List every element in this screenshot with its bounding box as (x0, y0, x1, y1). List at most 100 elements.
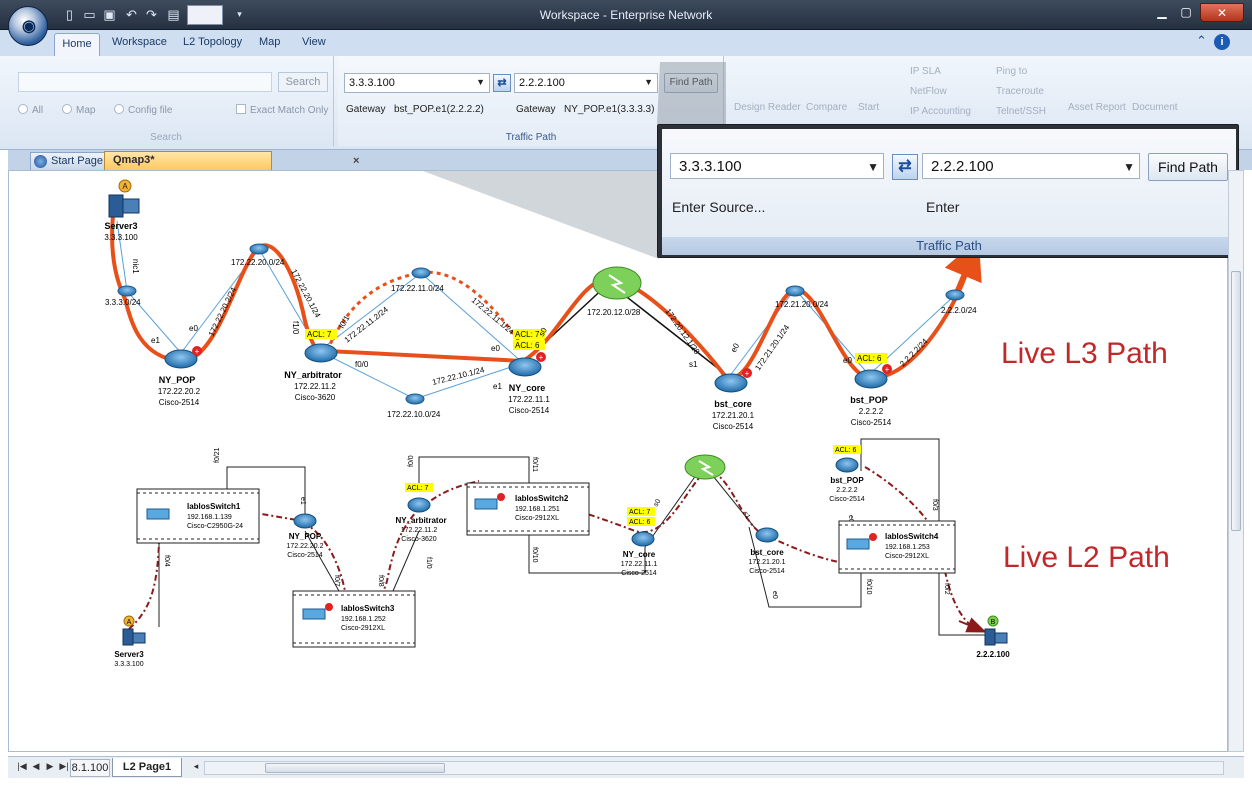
router-icon[interactable] (631, 531, 655, 547)
redo-icon[interactable]: ↷ (146, 7, 157, 22)
exact-match-checkbox[interactable]: Exact Match Only (236, 104, 328, 116)
hub-icon[interactable] (411, 267, 431, 279)
server-icon[interactable] (108, 179, 140, 218)
swap-icon[interactable]: ⇄ (892, 154, 918, 180)
switch-box[interactable] (466, 482, 590, 536)
router-icon[interactable] (835, 457, 859, 473)
page-tab[interactable]: 8.1.100 (70, 759, 110, 777)
source-value: 3.3.3.100 (349, 77, 395, 89)
map-canvas[interactable]: A Server3 3.3.3.100 nic1 3.3.3.0/24 + NY… (8, 170, 1228, 752)
router-icon[interactable]: + (714, 368, 752, 393)
swap-icon[interactable]: ⇄ (493, 74, 511, 92)
switch4-ip: 192.168.1.253 (885, 544, 930, 551)
radio-map[interactable]: Map (62, 104, 95, 116)
host-icon[interactable] (984, 615, 1008, 646)
destination-combo[interactable]: 2.2.2.100 ▼ (514, 73, 658, 93)
callout-find-path-button[interactable]: Find Path (1148, 153, 1228, 181)
ip-accounting-button[interactable]: IP Accounting (910, 106, 971, 117)
server3-ip: 3.3.3.100 (104, 233, 138, 242)
find-path-button[interactable]: Find Path (664, 73, 718, 93)
tab-view[interactable]: View (302, 36, 326, 48)
chevron-down-icon: ▼ (1123, 160, 1135, 174)
search-input[interactable] (18, 72, 272, 92)
start-button[interactable]: Start (858, 102, 880, 113)
tab-home[interactable]: Home (54, 33, 100, 56)
close-tab-icon[interactable]: × (353, 155, 360, 167)
acl-label: ACL: 6 (857, 354, 882, 363)
router-icon[interactable] (407, 497, 431, 513)
page-tab-active[interactable]: L2 Page1 (112, 758, 182, 777)
radio-all[interactable]: All (18, 104, 43, 116)
link-label: 2.2.2.2/24 (898, 336, 930, 368)
tab-start-page[interactable]: Start Page (30, 152, 110, 170)
router-icon[interactable] (755, 527, 779, 543)
ping-to-button[interactable]: Ping to (996, 66, 1028, 77)
wan-cloud-icon[interactable] (684, 454, 726, 480)
bst-pop-name: bst_POP (850, 395, 888, 405)
router-icon[interactable]: + (854, 364, 892, 389)
quick-access-combo[interactable] (187, 5, 223, 25)
hub-icon[interactable] (785, 285, 805, 297)
hub-icon[interactable] (405, 393, 425, 405)
hub-icon[interactable] (249, 243, 269, 255)
l2-bst-core-model: Cisco-2514 (749, 568, 785, 575)
prev-page-icon[interactable]: ◀ (32, 761, 40, 771)
switch-box[interactable] (838, 520, 956, 574)
document-button[interactable]: Document (1132, 102, 1178, 113)
tab-workspace[interactable]: Workspace (112, 36, 167, 48)
router-icon[interactable]: + (164, 346, 202, 369)
next-page-icon[interactable]: ▶ (46, 761, 54, 771)
source-combo[interactable]: 3.3.3.100 ▼ (344, 73, 490, 93)
bst-pop-ip: 2.2.2.2 (859, 407, 884, 416)
design-reader-button[interactable]: Design Reader (734, 102, 801, 113)
last-page-icon[interactable]: ▶| (59, 761, 69, 771)
print-icon[interactable]: ▤ (167, 7, 180, 22)
switch2-name: lablosSwitch2 (515, 494, 569, 503)
application-menu-button[interactable]: ◉ (8, 6, 48, 46)
hub-icon[interactable] (945, 289, 965, 301)
tab-map[interactable]: Map (259, 36, 281, 48)
close-button[interactable]: ✕ (1200, 3, 1244, 22)
asset-report-button[interactable]: Asset Report (1068, 102, 1126, 113)
switch-box[interactable] (292, 590, 416, 648)
open-folder-icon[interactable]: ▭ (83, 7, 96, 22)
server-icon[interactable] (122, 615, 146, 646)
port-label: f0/3 (931, 499, 938, 511)
callout-source-combo[interactable]: 3.3.3.100 ▼ (670, 153, 884, 179)
radio-config-file[interactable]: Config file (114, 104, 172, 116)
horizontal-scroll-thumb[interactable] (265, 763, 445, 773)
customize-qat-icon[interactable]: ▾ (237, 9, 242, 19)
router-icon[interactable] (293, 513, 317, 529)
router-icon[interactable] (304, 343, 338, 363)
traceroute-button[interactable]: Traceroute (996, 86, 1044, 97)
minimize-button[interactable]: ▁ (1157, 5, 1167, 19)
netflow-button[interactable]: NetFlow (910, 86, 947, 97)
vertical-scroll-thumb[interactable] (1231, 271, 1241, 531)
gateway-value: bst_POP.e1(2.2.2.2) (394, 104, 484, 115)
hub-icon[interactable] (117, 285, 137, 297)
tab-qmap3[interactable]: Qmap3* × (104, 151, 359, 170)
tab-l2-topology[interactable]: L2 Topology (183, 36, 243, 48)
vertical-scrollbar[interactable] (1228, 170, 1244, 752)
port-label: f0/10 (531, 547, 538, 563)
callout-destination-combo[interactable]: 2.2.2.100 ▼ (922, 153, 1140, 179)
first-page-icon[interactable]: |◀ (17, 761, 27, 771)
collapse-ribbon-icon[interactable]: ⌃ (1196, 33, 1207, 48)
scroll-left-icon[interactable]: ◂ (193, 761, 199, 771)
maximize-button[interactable]: ▢ (1180, 5, 1192, 19)
search-button[interactable]: Search (278, 72, 328, 92)
undo-icon[interactable]: ↶ (126, 7, 137, 22)
new-file-icon[interactable]: ▯ (65, 7, 74, 22)
switch-box[interactable] (136, 488, 260, 544)
horizontal-scrollbar[interactable] (204, 761, 1224, 775)
wan-cloud-icon[interactable] (592, 266, 642, 300)
telnet-ssh-button[interactable]: Telnet/SSH (996, 106, 1047, 117)
compare-button[interactable]: Compare (806, 102, 848, 113)
ip-sla-button[interactable]: IP SLA (910, 66, 941, 77)
router-icon[interactable]: + (508, 352, 546, 377)
acl-label: ACL: 7 (515, 330, 540, 339)
help-info-icon[interactable]: i (1214, 34, 1230, 50)
start-page-icon (34, 155, 47, 168)
save-icon[interactable]: ▣ (103, 7, 116, 22)
ny-pop-model: Cisco-2514 (159, 398, 200, 407)
